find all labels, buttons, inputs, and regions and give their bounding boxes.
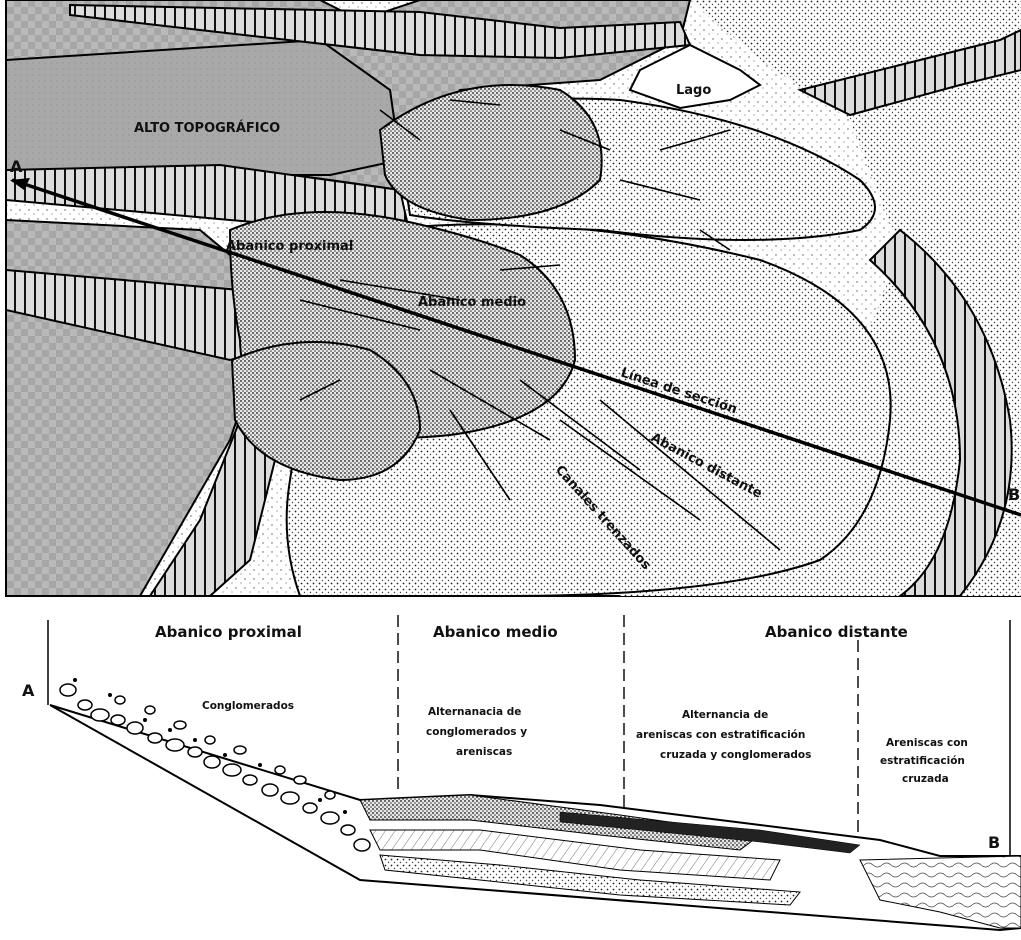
label-point-a-section: A	[22, 681, 35, 700]
zone-medio-line2: conglomerados y	[426, 726, 527, 738]
zone-medio-line3: areniscas	[456, 746, 512, 758]
label-abanico-proximal: Abanico proximal	[226, 239, 353, 254]
cross-section: Abanico proximal Abanico medio Abanico d…	[22, 615, 1021, 930]
zone-distante1-line2: areniscas con estratificación	[636, 729, 805, 741]
label-point-b-section: B	[988, 833, 1000, 852]
label-point-b-map: B	[1008, 485, 1020, 504]
zone-conglomerados: Conglomerados	[202, 700, 294, 712]
label-lago: Lago	[676, 83, 711, 98]
label-point-a-map: A	[10, 157, 23, 176]
plan-view-map: ALTO TOPOGRÁFICO Lago Abanico proximal A…	[6, 0, 1021, 596]
zone-medio-line1: Alternanacia de	[428, 706, 521, 718]
header-abanico-proximal: Abanico proximal	[155, 623, 302, 641]
zone-distante1-line3: cruzada y conglomerados	[660, 749, 811, 761]
zone-distante2-line1: Areniscas con	[886, 737, 968, 749]
zone-distante2-line2: estratificación	[880, 755, 965, 767]
gray-plateau	[6, 40, 400, 175]
label-alto-topografico: ALTO TOPOGRÁFICO	[134, 120, 280, 136]
zone-distante2-line3: cruzada	[902, 773, 949, 785]
zone-distante1-line1: Alternancia de	[682, 709, 768, 721]
header-abanico-distante: Abanico distante	[765, 623, 908, 641]
label-abanico-medio: Abanico medio	[418, 295, 526, 310]
header-abanico-medio: Abanico medio	[433, 623, 558, 641]
